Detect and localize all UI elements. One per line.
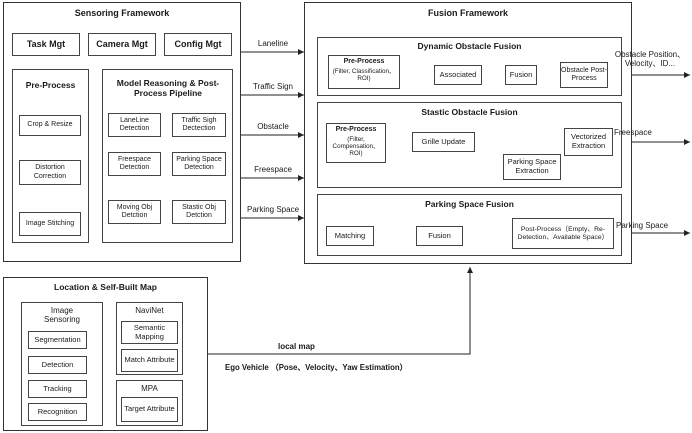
link-label-freespace: Freespace <box>254 165 292 174</box>
parking-postprocess-box: Post-Process（Empty、Re-Detection、Availabl… <box>512 218 614 249</box>
reasoning-title: Model Reasoning & Post-Process Pipeline <box>116 78 220 98</box>
dynamic-preprocess-box <box>328 55 400 89</box>
distortion-correction-box: Distortion Correction <box>19 160 81 185</box>
static-output-label: Freespace <box>614 128 652 137</box>
parking-output-label: Parking Space <box>616 221 669 230</box>
sensoring-framework-title: Sensoring Framework <box>74 8 170 18</box>
image-sensoring-title: Image Sensoring <box>43 306 81 325</box>
obstacle-postprocess-box: Obstacle Post-Process <box>560 62 608 88</box>
dynamic-preprocess-sub: (Filter, Classification、ROI) <box>332 68 396 83</box>
ego-vehicle-label: Ego Vehicle （Pose、Velocity、Yaw Estimatio… <box>225 363 408 372</box>
moving-obj-detection-box: Moving Obj Detction <box>108 200 161 224</box>
dynamic-output-label: Obstacle Position、Velocity、ID... <box>614 50 686 69</box>
recognition-box: Recognition <box>28 403 87 421</box>
link-label-parking-space: Parking Space <box>246 205 300 214</box>
freespace-detection-box: Freespace Detection <box>108 152 161 176</box>
local-map-label: local map <box>278 342 315 351</box>
static-preprocess-box <box>326 123 386 163</box>
link-label-obstacle: Obstacle <box>257 122 289 131</box>
task-mgt-box: Task Mgt <box>12 33 80 56</box>
link-label-laneline: Laneline <box>257 39 289 48</box>
static-obj-detection-box: Stastic Obj Detction <box>172 200 226 224</box>
camera-mgt-box: Camera Mgt <box>88 33 156 56</box>
detection-box: Detection <box>28 356 87 374</box>
crop-resize-box: Crop & Resize <box>19 115 81 136</box>
associated-box: Associated <box>434 65 482 85</box>
parking-space-title: Parking Space Fusion <box>425 199 514 209</box>
fusion-framework-title: Fusion Framework <box>427 8 508 18</box>
grille-update-box: Grille Update <box>412 132 475 152</box>
tracking-box: Tracking <box>28 380 87 398</box>
matching-box: Matching <box>326 226 374 246</box>
parking-space-detection-box: Parking Space Detection <box>172 152 226 176</box>
traffic-sign-detection-box: Traffic Sigh Dectection <box>172 113 226 137</box>
dynamic-fusion-box: Fusion <box>505 65 537 85</box>
dynamic-obstacle-title: Dynamic Obstacle Fusion <box>417 41 522 51</box>
image-stitching-box: Image Stitching <box>19 212 81 236</box>
link-label-traffic-sign: Traffic Sign <box>252 82 293 91</box>
match-attribute-box: Match Attribute <box>121 349 178 372</box>
static-obstacle-title: Stastic Obstacle Fusion <box>421 107 518 117</box>
arrow-local-map <box>208 267 473 355</box>
laneline-detection-box: LaneLine Detection <box>108 113 161 137</box>
parking-extraction-box: Parking Space Extraction <box>503 154 561 180</box>
location-title: Location & Self-Built Map <box>54 282 157 292</box>
static-preprocess-title: Pre-Process <box>335 126 377 133</box>
dynamic-preprocess-title: Pre-Process <box>343 58 385 65</box>
mpa-title: MPA <box>141 384 158 393</box>
vectorized-extraction-box: Vectorized Extraction <box>564 128 613 156</box>
semantic-mapping-box: Semantic Mapping <box>121 321 178 344</box>
navinet-title: NaviNet <box>135 306 164 315</box>
target-attribute-box: Target Attribute <box>121 397 178 422</box>
config-mgt-box: Config Mgt <box>164 33 232 56</box>
static-preprocess-sub: (Filter, Compensation、ROI) <box>332 136 380 158</box>
segmentation-box: Segmentation <box>28 331 87 349</box>
preprocess-title: Pre-Process <box>25 80 76 90</box>
parking-fusion-box: Fusion <box>416 226 463 246</box>
